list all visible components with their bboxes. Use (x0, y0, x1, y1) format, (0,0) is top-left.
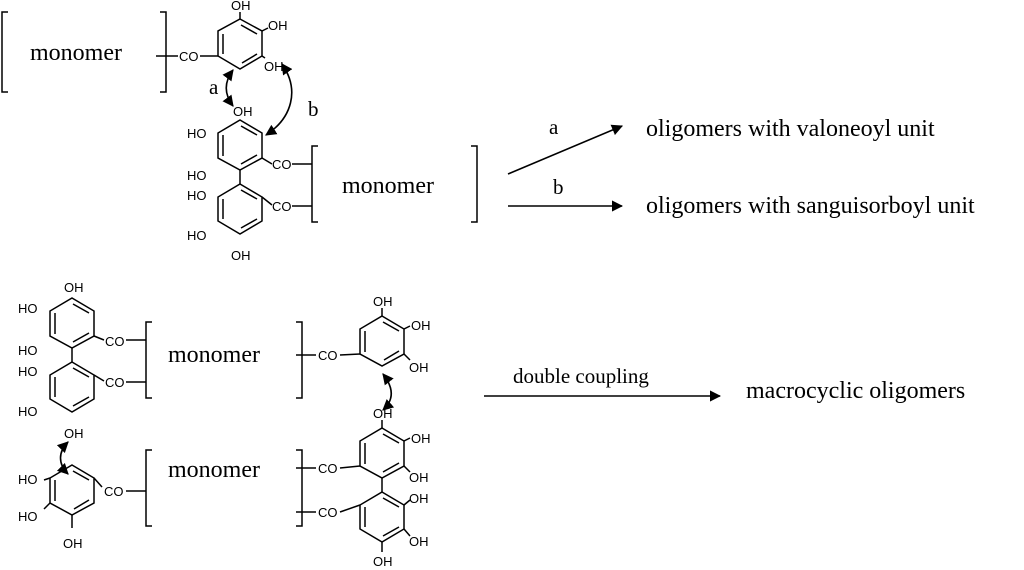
ho-label: HO (187, 168, 207, 183)
galloyl-ring-top: OH OH OH (200, 0, 288, 74)
co-label: CO (272, 199, 292, 214)
ho-label: HO (18, 509, 38, 524)
co-label: CO (318, 505, 338, 520)
oh-label: OH (63, 536, 83, 551)
co-label: CO (105, 375, 125, 390)
oh-label: OH (373, 406, 393, 421)
ho-label: HO (18, 301, 38, 316)
monomer-bracket-top: monomer CO (1, 11, 199, 93)
oh-label: OH (264, 59, 284, 74)
co-label: CO (318, 348, 338, 363)
oh-label: OH (268, 18, 288, 33)
oh-label: OH (409, 360, 429, 375)
galloyl-ring-bottom-upper: OH OH OH (339, 294, 431, 375)
hhdp-unit-bottom-left: CO CO OH HO HO HO HO OH (18, 280, 146, 441)
hhdp-unit-bottom-right: OH OH OH OH OH OH (339, 406, 431, 569)
path-a-label: a (209, 75, 219, 99)
hhdp-unit-top: CO CO OH HO HO HO HO OH (187, 104, 312, 263)
monomer-label: monomer (168, 342, 260, 368)
monomer-bracket-bottom-upper: monomer CO (145, 321, 338, 399)
ho-label: HO (18, 343, 38, 358)
ho-label: HO (18, 364, 38, 379)
oh-label: OH (373, 554, 393, 569)
ho-label: HO (18, 404, 38, 419)
ho-label: HO (187, 126, 207, 141)
co-label: CO (105, 334, 125, 349)
path-a-label: a (549, 115, 559, 139)
monomer-label: monomer (342, 173, 434, 199)
oh-label: OH (411, 431, 431, 446)
path-b-label: b (308, 97, 319, 121)
oh-label: OH (64, 426, 84, 441)
ho-label: HO (187, 228, 207, 243)
coupling-arrow-right (382, 373, 395, 411)
co-label: CO (179, 49, 199, 64)
coupling-arrow-b (265, 63, 293, 136)
ho-label: HO (18, 472, 38, 487)
galloyl-ring-bottom-lower: CO HO HO OH (18, 464, 146, 551)
monomer-bracket-bottom-lower: monomer CO CO (145, 449, 338, 527)
ho-label: HO (187, 188, 207, 203)
oh-label: OH (64, 280, 84, 295)
path-b-label: b (553, 175, 564, 199)
co-label: CO (318, 461, 338, 476)
oh-label: OH (409, 491, 429, 506)
coupling-arrow-left (56, 441, 69, 475)
double-coupling-label: double coupling (513, 364, 649, 388)
oh-label: OH (231, 0, 251, 13)
oh-label: OH (373, 294, 393, 309)
monomer-label: monomer (168, 457, 260, 483)
oh-label: OH (409, 470, 429, 485)
co-label: CO (272, 157, 292, 172)
product-sanguisorboyl: oligomers with sanguisorboyl unit (646, 193, 975, 219)
oh-label: OH (409, 534, 429, 549)
monomer-label: monomer (30, 40, 122, 66)
product-macrocyclic: macrocyclic oligomers (746, 378, 965, 404)
reaction-arrow-a (507, 124, 624, 175)
monomer-bracket-middle: monomer (311, 145, 478, 223)
coupling-arrow-a (222, 69, 234, 107)
oh-label: OH (231, 248, 251, 263)
oh-label: OH (233, 104, 253, 119)
oh-label: OH (411, 318, 431, 333)
co-label: CO (104, 484, 124, 499)
product-valoneoyl: oligomers with valoneoyl unit (646, 116, 935, 142)
